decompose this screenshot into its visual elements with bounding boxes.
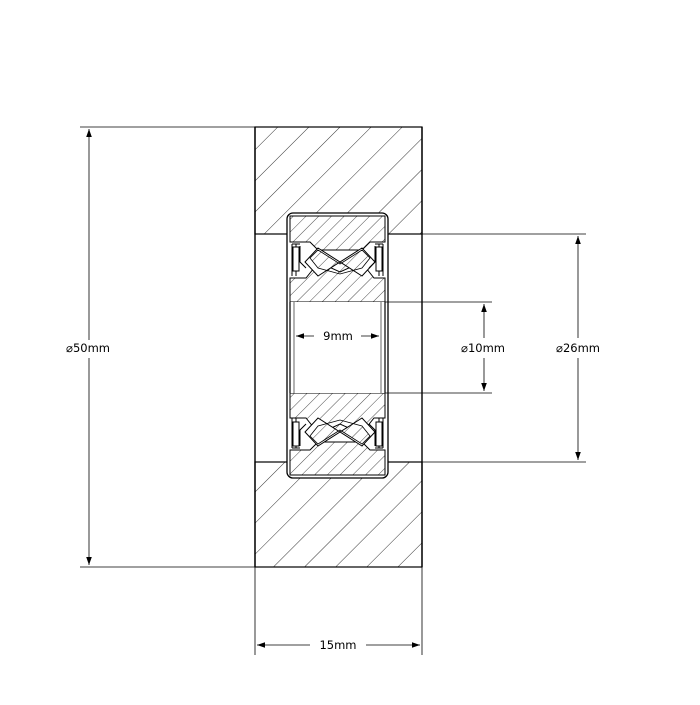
bore <box>289 302 386 393</box>
bearing-outer-diameter-label: ⌀26mm <box>556 341 600 355</box>
rolling-elements <box>304 247 376 447</box>
outer-diameter-label: ⌀50mm <box>66 341 110 355</box>
seals <box>291 243 384 449</box>
dimension-bore-diameter: ⌀10mm <box>385 301 505 394</box>
tyre-lower-section <box>254 461 423 568</box>
bearing-width-label: 9mm <box>323 329 353 343</box>
width-label: 15mm <box>319 638 356 652</box>
dimension-bearing-outer-diameter: ⌀26mm <box>422 233 600 463</box>
dimension-bearing-width: 9mm <box>296 329 379 343</box>
dimension-outer-diameter: ⌀50mm <box>66 126 255 568</box>
bore-diameter-label: ⌀10mm <box>461 341 505 355</box>
dimension-width: 15mm <box>254 567 423 655</box>
